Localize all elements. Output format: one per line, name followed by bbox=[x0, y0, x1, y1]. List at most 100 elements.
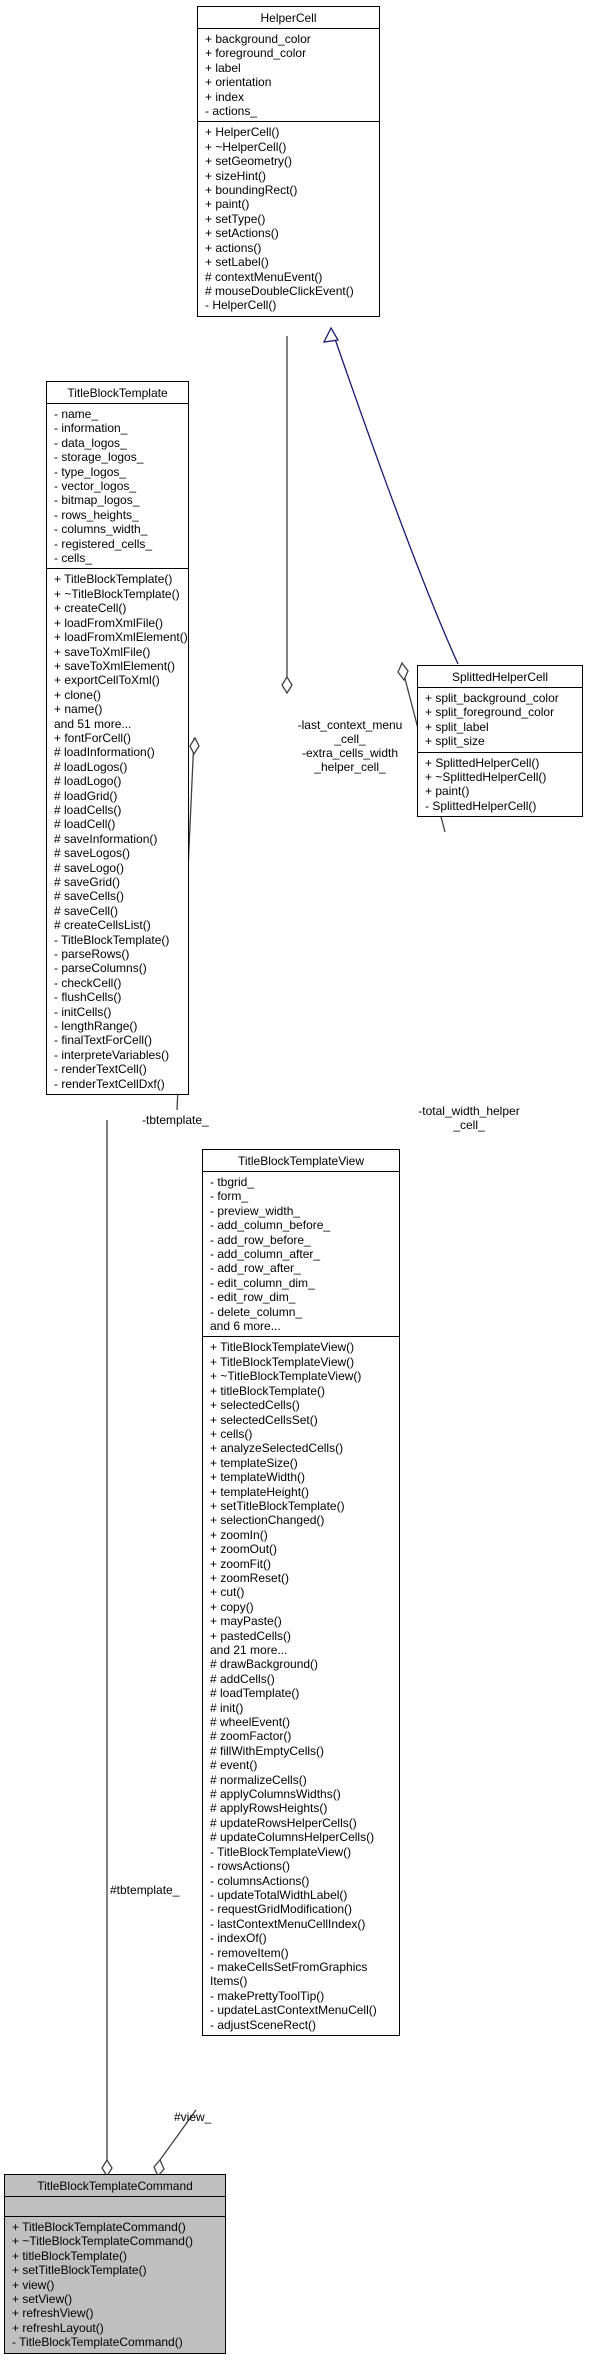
method: - finalTextForCell() bbox=[54, 1033, 153, 1048]
attribute: + split_size bbox=[425, 734, 485, 749]
edge-label-tbtemplate-command: #tbtemplate_ bbox=[110, 1883, 179, 1897]
method: # event() bbox=[210, 1758, 258, 1773]
method: + selectionChanged() bbox=[210, 1513, 325, 1528]
method: + refreshLayout() bbox=[12, 2320, 104, 2335]
attribute: - vector_logos_ bbox=[54, 479, 137, 494]
method: - SplittedHelperCell() bbox=[425, 798, 537, 813]
edge-label-line: #tbtemplate_ bbox=[110, 1883, 180, 1897]
method: Items() bbox=[210, 1974, 248, 1989]
method: # normalizeCells() bbox=[210, 1772, 307, 1787]
methods-section: + HelperCell()+ ~HelperCell()+ setGeomet… bbox=[198, 122, 379, 315]
attribute: - edit_row_dim_ bbox=[210, 1290, 296, 1305]
method: - TitleBlockTemplateCommand() bbox=[12, 2335, 183, 2350]
method: + ~TitleBlockTemplateCommand() bbox=[12, 2234, 193, 2249]
method: # drawBackground() bbox=[210, 1657, 319, 1672]
edge-label-tbtemplate-view: -tbtemplate_ bbox=[142, 1113, 209, 1127]
method: + ~TitleBlockTemplateView() bbox=[210, 1369, 362, 1384]
method: + fontForCell() bbox=[54, 730, 132, 745]
method: # fillWithEmptyCells() bbox=[210, 1743, 325, 1758]
method: # loadCells() bbox=[54, 802, 122, 817]
method: # mouseDoubleClickEvent() bbox=[205, 283, 354, 298]
attribute: + background_color bbox=[205, 32, 311, 46]
attributes-section: + split_background_color+ split_foregrou… bbox=[418, 688, 582, 753]
attributes-section: - tbgrid_- form_- preview_width_- add_co… bbox=[203, 1172, 399, 1338]
method: + zoomFit() bbox=[210, 1556, 272, 1571]
method: + HelperCell() bbox=[205, 125, 280, 140]
method: + refreshView() bbox=[12, 2306, 94, 2321]
method: - updateTotalWidthLabel() bbox=[210, 1887, 348, 1902]
class-name: SplittedHelperCell bbox=[418, 666, 582, 688]
attribute: - information_ bbox=[54, 421, 128, 436]
attribute: + orientation bbox=[205, 75, 272, 90]
method: + cut() bbox=[210, 1585, 245, 1600]
method: - parseColumns() bbox=[54, 961, 147, 976]
method: # loadInformation() bbox=[54, 745, 155, 760]
attribute: + split_background_color bbox=[425, 691, 559, 705]
attribute: - name_ bbox=[54, 407, 99, 421]
method: and 51 more... bbox=[54, 716, 132, 731]
methods-section: + TitleBlockTemplateCommand()+ ~TitleBlo… bbox=[5, 2217, 225, 2353]
method: # wheelEvent() bbox=[210, 1715, 291, 1730]
attribute: + label bbox=[205, 60, 241, 75]
method: - lengthRange() bbox=[54, 1019, 138, 1034]
method: - makeCellsSetFromGraphics bbox=[210, 1959, 368, 1974]
attribute: + split_label bbox=[425, 719, 489, 734]
method: - HelperCell() bbox=[205, 298, 277, 313]
method: + mayPaste() bbox=[210, 1614, 282, 1629]
method: + ~HelperCell() bbox=[205, 139, 287, 154]
attribute: + split_foreground_color bbox=[425, 705, 555, 720]
attribute: - columns_width_ bbox=[54, 522, 148, 537]
method: + templateSize() bbox=[210, 1455, 298, 1470]
method: + zoomOut() bbox=[210, 1542, 278, 1557]
edge-label-context-menu: -last_context_menu _cell_ -extra_cells_w… bbox=[290, 718, 410, 774]
method: # applyColumnsWidths() bbox=[210, 1787, 341, 1802]
edge-label-line: -tbtemplate_ bbox=[142, 1113, 209, 1127]
method: # init() bbox=[210, 1700, 244, 1715]
method: - indexOf() bbox=[210, 1931, 267, 1946]
method: + setLabel() bbox=[205, 255, 269, 270]
method: + loadFromXmlElement() bbox=[54, 630, 188, 645]
method: + createCell() bbox=[54, 601, 127, 616]
attributes-section: - name_- information_- data_logos_- stor… bbox=[47, 404, 188, 570]
inheritance-edge-splitted-helper-cell bbox=[333, 335, 459, 665]
method: + pastedCells() bbox=[210, 1628, 292, 1643]
aggregation-diamond-view-total-width bbox=[397, 661, 409, 682]
methods-section: + TitleBlockTemplate()+ ~TitleBlockTempl… bbox=[47, 569, 188, 1094]
method: + exportCellToXml() bbox=[54, 673, 160, 688]
method: + TitleBlockTemplateView() bbox=[210, 1354, 355, 1369]
method: + setTitleBlockTemplate() bbox=[210, 1498, 345, 1513]
method: + sizeHint() bbox=[205, 168, 267, 183]
method: + ~SplittedHelperCell() bbox=[425, 770, 547, 785]
attribute: - add_row_before_ bbox=[210, 1232, 311, 1247]
attribute: - tbgrid_ bbox=[210, 1175, 255, 1189]
method: + cells() bbox=[210, 1426, 253, 1441]
method: + zoomIn() bbox=[210, 1527, 268, 1542]
method: - flushCells() bbox=[54, 990, 122, 1005]
method: - initCells() bbox=[54, 1004, 112, 1019]
method: + copy() bbox=[210, 1599, 254, 1614]
method: # zoomFactor() bbox=[210, 1729, 292, 1744]
method: and 21 more... bbox=[210, 1643, 288, 1657]
method: - interpreteVariables() bbox=[54, 1047, 170, 1062]
method: + selectedCellsSet() bbox=[210, 1412, 318, 1427]
edge-label-line: -last_context_menu bbox=[297, 718, 403, 732]
method: + titleBlockTemplate() bbox=[12, 2248, 128, 2263]
method: + titleBlockTemplate() bbox=[210, 1383, 326, 1398]
method: + loadFromXmlFile() bbox=[54, 615, 164, 630]
class-box-title-block-template: TitleBlockTemplate- name_- information_-… bbox=[46, 381, 189, 1096]
attribute: - data_logos_ bbox=[54, 435, 127, 450]
method: + setTitleBlockTemplate() bbox=[12, 2263, 147, 2278]
class-name: TitleBlockTemplateView bbox=[203, 1150, 399, 1172]
class-box-helper-cell: HelperCell+ background_color+ foreground… bbox=[197, 6, 380, 317]
method: - requestGridModification() bbox=[210, 1902, 353, 1917]
method: # updateRowsHelperCells() bbox=[210, 1815, 357, 1830]
method: # saveInformation() bbox=[54, 831, 158, 846]
method: + paint() bbox=[425, 784, 470, 799]
method: + selectedCells() bbox=[210, 1398, 300, 1413]
method: # loadGrid() bbox=[54, 788, 118, 803]
method: # applyRowsHeights() bbox=[210, 1801, 328, 1816]
attribute: - bitmap_logos_ bbox=[54, 493, 140, 508]
method: + actions() bbox=[205, 240, 262, 255]
method: # saveLogos() bbox=[54, 846, 131, 861]
method: - adjustSceneRect() bbox=[210, 2017, 317, 2032]
